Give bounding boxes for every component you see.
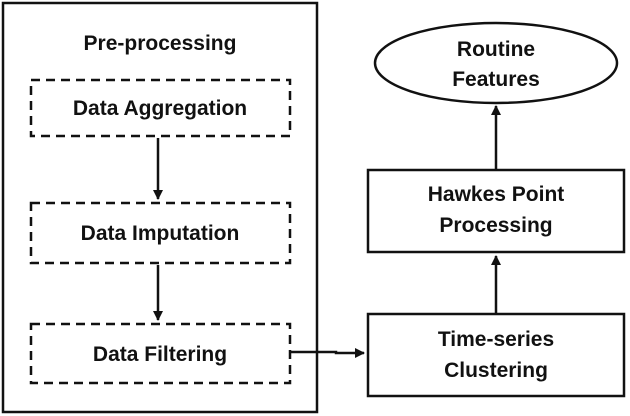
clustering-box xyxy=(366,312,626,398)
clustering-group: Time-series Clustering xyxy=(366,312,626,398)
data-filtering-box xyxy=(29,322,292,385)
data-filtering-label: Data Filtering xyxy=(93,343,227,366)
clustering-label-line2: Clustering xyxy=(444,359,548,382)
hawkes-group: Hawkes Point Processing xyxy=(366,168,626,254)
preprocessing-title: Pre-processing xyxy=(84,32,237,55)
routine-features-group: Routine Features xyxy=(373,21,619,105)
data-imputation-box xyxy=(29,201,292,265)
data-imputation-label: Data Imputation xyxy=(81,222,240,245)
routine-features-label-line1: Routine xyxy=(457,38,535,61)
preprocessing-container xyxy=(1,1,319,414)
hawkes-label-line2: Processing xyxy=(439,214,552,237)
arrow-filtering-to-clustering xyxy=(290,348,365,358)
hawkes-label-line1: Hawkes Point xyxy=(428,183,565,206)
data-aggregation-box xyxy=(29,78,292,138)
routine-features-ellipse xyxy=(373,21,619,105)
routine-features-label-line2: Features xyxy=(452,68,540,91)
clustering-label-line1: Time-series xyxy=(438,328,554,351)
data-aggregation-label: Data Aggregation xyxy=(73,97,247,120)
hawkes-box xyxy=(366,168,626,254)
preprocessing-group: Pre-processing Data Aggregation Data Imp… xyxy=(1,1,319,414)
